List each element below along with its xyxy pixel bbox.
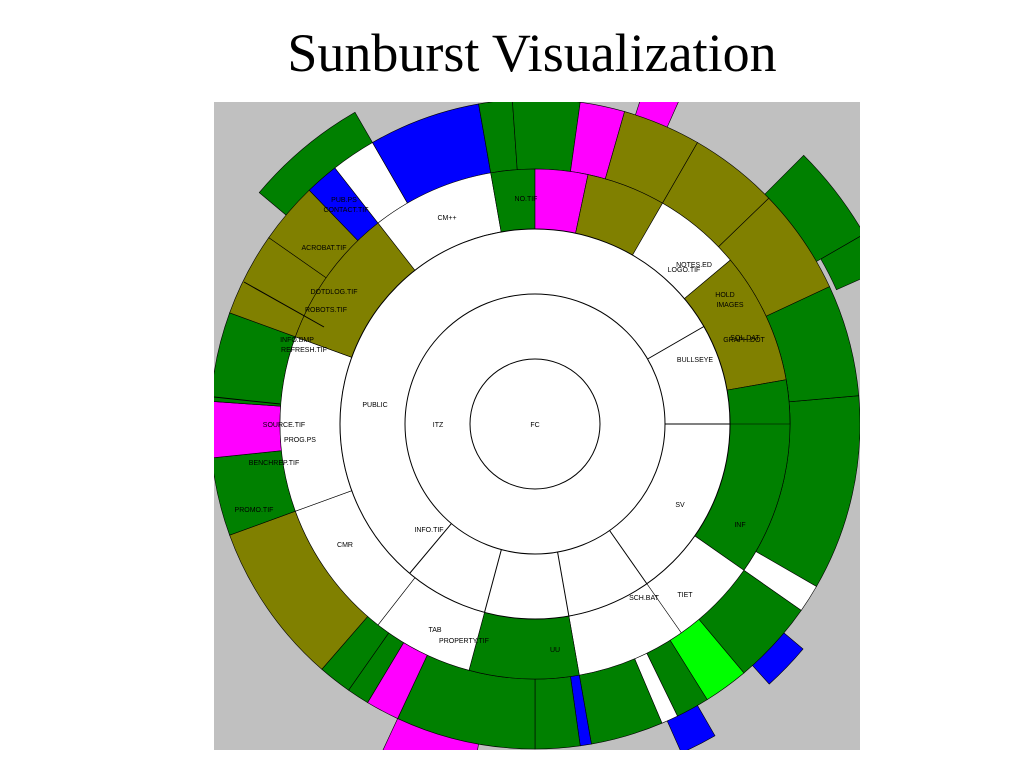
sunburst-diagram-frame: FC ITZ PUBLIC BULLSEYE SV UU TAB CMR CM++ IMAGES T… (214, 102, 860, 750)
level3-label-1: TIET (677, 592, 693, 599)
sunburst-divider-0 (647, 326, 705, 360)
sunburst-root-circle (469, 358, 601, 490)
leaf-label-17: NOTES.ED (676, 262, 712, 269)
level3-label-2: HOLD (715, 292, 734, 299)
level3-label-0: IMAGES (716, 302, 744, 309)
leaf-label-4: ROBOTS.TIF (305, 307, 347, 314)
sunburst-pointer-line-1 (243, 281, 325, 328)
leaf-label-16: SCH.BAT (629, 595, 660, 602)
sunburst-rings (214, 102, 860, 750)
leaf-label-7: CONTACT.TIF (324, 207, 369, 214)
level3-label-3: SQL.DAT (730, 335, 760, 342)
root-label: FC (530, 422, 539, 429)
level2-label-3: UU (550, 647, 560, 654)
level2-label-0: PUBLIC (362, 402, 387, 409)
leaf-label-5: DOTDLOG.TIF (310, 289, 357, 296)
level3-label-4: INF (734, 522, 745, 529)
level2-label-4: TAB (428, 627, 441, 634)
leaf-label-9: PROG.PS (284, 437, 316, 444)
leaf-label-14: INFO.TIF (414, 527, 443, 534)
sunburst-pointer-line-0 (214, 396, 281, 405)
sunburst-labels: FC ITZ PUBLIC BULLSEYE SV UU TAB CMR CM++ IMAGES T… (235, 196, 766, 654)
leaf-label-8: INFO.BMP (280, 337, 314, 344)
sunburst-divider-4 (484, 549, 502, 613)
leaf-label-6: ACROBAT.TIF (302, 245, 347, 252)
leaf-label-1: BENCHREP.TIF (249, 460, 299, 467)
sunburst-outer-segment-15 (214, 401, 282, 459)
sunburst-outer-segment-23 (512, 102, 581, 172)
level2-label-5: CMR (337, 542, 353, 549)
leaf-label-10: NO.TIF (515, 196, 538, 203)
leaf-label-2: SOURCE.TIF (263, 422, 305, 429)
slide-title: Sunburst Visualization (287, 23, 777, 83)
sunburst-divider-5 (409, 523, 452, 574)
level1-label: ITZ (433, 422, 444, 429)
leaf-label-3: REFRESH.TIF (281, 347, 327, 354)
leaf-label-15: PROPERTY.TIF (439, 638, 489, 645)
level2-label-1: BULLSEYE (677, 357, 714, 364)
sunburst-divider-3 (557, 551, 570, 617)
sunburst-diagram: FC ITZ PUBLIC BULLSEYE SV UU TAB CMR CM++ IMAGES T… (214, 102, 860, 750)
sunburst-leaf-segment-3 (468, 611, 580, 680)
leaf-label-13: GRAPH.DOT (723, 337, 765, 344)
sunburst-spike-0 (820, 236, 860, 291)
leaf-label-0: PROMO.TIF (235, 507, 274, 514)
leaf-label-11: PUB.PS (331, 197, 357, 204)
sunburst-divider-2 (609, 530, 648, 585)
level2-label-2: SV (675, 502, 685, 509)
level2-label-6: CM++ (437, 215, 456, 222)
leaf-label-12: LOGO.TIF (668, 267, 701, 274)
